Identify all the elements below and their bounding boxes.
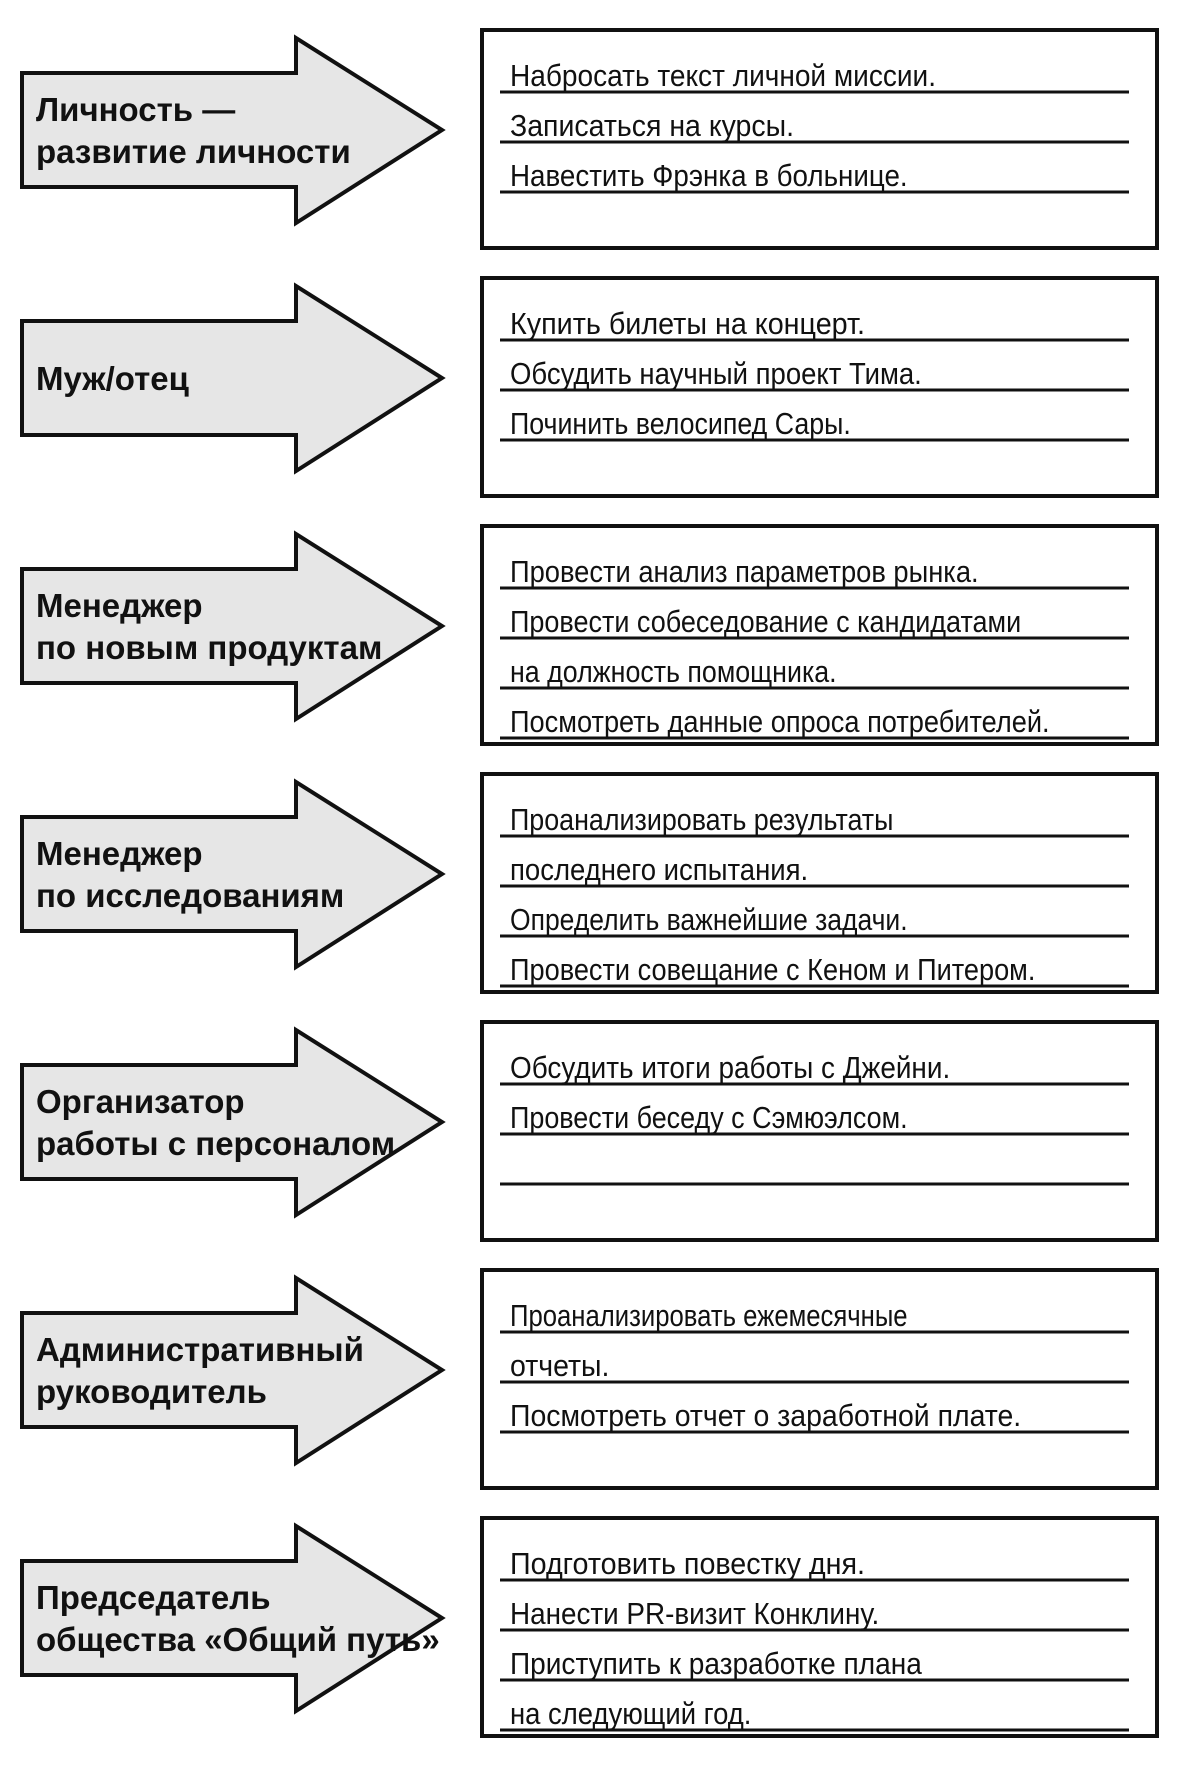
task-item: Определить важнейшие задачи. xyxy=(510,902,908,937)
role-row: Менеджер по новым продуктам Провести анали… xyxy=(20,524,1159,746)
role-label: Организатор xyxy=(36,1083,245,1120)
role-label: Административный xyxy=(36,1331,364,1368)
task-item: Нанести PR-визит Конклину. xyxy=(510,1596,879,1631)
task-item: Проанализировать ежемесячные xyxy=(510,1298,908,1333)
task-box xyxy=(480,772,1159,994)
task-item: отчеты. xyxy=(510,1348,609,1383)
role-arrow xyxy=(20,530,446,723)
role-label: Менеджер xyxy=(36,835,203,872)
task-box xyxy=(480,1516,1159,1738)
role-label: по новым продуктам xyxy=(36,629,382,666)
role-arrow xyxy=(20,34,446,227)
role-label: работы с персоналом xyxy=(36,1125,395,1162)
task-item: на должность помощника. xyxy=(510,654,837,689)
role-row: Председатель общества «Общий путь» Подгото… xyxy=(20,1516,1159,1738)
role-row: Административный руководитель Проанализиро… xyxy=(20,1268,1159,1490)
role-label: руководитель xyxy=(36,1373,267,1410)
task-item: Посмотреть отчет о заработной плате. xyxy=(510,1398,1021,1433)
task-item: на следующий год. xyxy=(510,1696,751,1731)
role-row: Муж/отец Купить билеты на концерт. Обсудит… xyxy=(20,276,1159,498)
task-box xyxy=(480,28,1159,250)
task-item: Навестить Фрэнка в больнице. xyxy=(510,158,908,193)
role-label: Личность — xyxy=(36,91,235,128)
role-label: развитие личности xyxy=(36,133,351,170)
role-row: Организатор работы с персоналом Обсудить и… xyxy=(20,1020,1159,1242)
task-item: Провести совещание с Кеном и Питером. xyxy=(510,952,1035,987)
task-item: Провести анализ параметров рынка. xyxy=(510,554,979,589)
task-box xyxy=(480,276,1159,498)
role-row: Менеджер по исследованиям Проанализировать… xyxy=(20,772,1159,994)
task-item: Купить билеты на концерт. xyxy=(510,306,865,341)
task-item: Проанализировать результаты xyxy=(510,802,893,837)
task-item: Провести беседу с Сэмюэлсом. xyxy=(510,1100,908,1135)
task-item: Обсудить научный проект Тима. xyxy=(510,356,922,391)
task-box xyxy=(480,524,1159,746)
role-label: по исследованиям xyxy=(36,877,344,914)
task-item: Посмотреть данные опроса потребителей. xyxy=(510,704,1050,739)
role-arrow xyxy=(20,1026,446,1219)
task-item: Записаться на курсы. xyxy=(510,108,794,143)
role-row: Личность — развитие личности Набросать тек… xyxy=(20,28,1159,250)
role-arrow xyxy=(20,1274,446,1467)
task-box xyxy=(480,1020,1159,1242)
task-item: последнего испытания. xyxy=(510,852,808,887)
role-arrow xyxy=(20,778,446,971)
role-arrow xyxy=(20,1522,446,1715)
role-label: Менеджер xyxy=(36,587,203,624)
task-item: Починить велосипед Сары. xyxy=(510,406,851,441)
role-label: Муж/отец xyxy=(36,360,189,397)
role-arrow xyxy=(20,282,446,475)
task-item: Набросать текст личной миссии. xyxy=(510,58,936,93)
role-label: Председатель xyxy=(36,1579,271,1616)
role-label: общества «Общий путь» xyxy=(36,1621,440,1658)
task-item: Провести собеседование с кандидатами xyxy=(510,604,1021,639)
task-item: Подготовить повестку дня. xyxy=(510,1546,865,1581)
task-box xyxy=(480,1268,1159,1490)
task-item: Приступить к разработке плана xyxy=(510,1646,922,1681)
task-item: Обсудить итоги работы с Джейни. xyxy=(510,1050,950,1085)
